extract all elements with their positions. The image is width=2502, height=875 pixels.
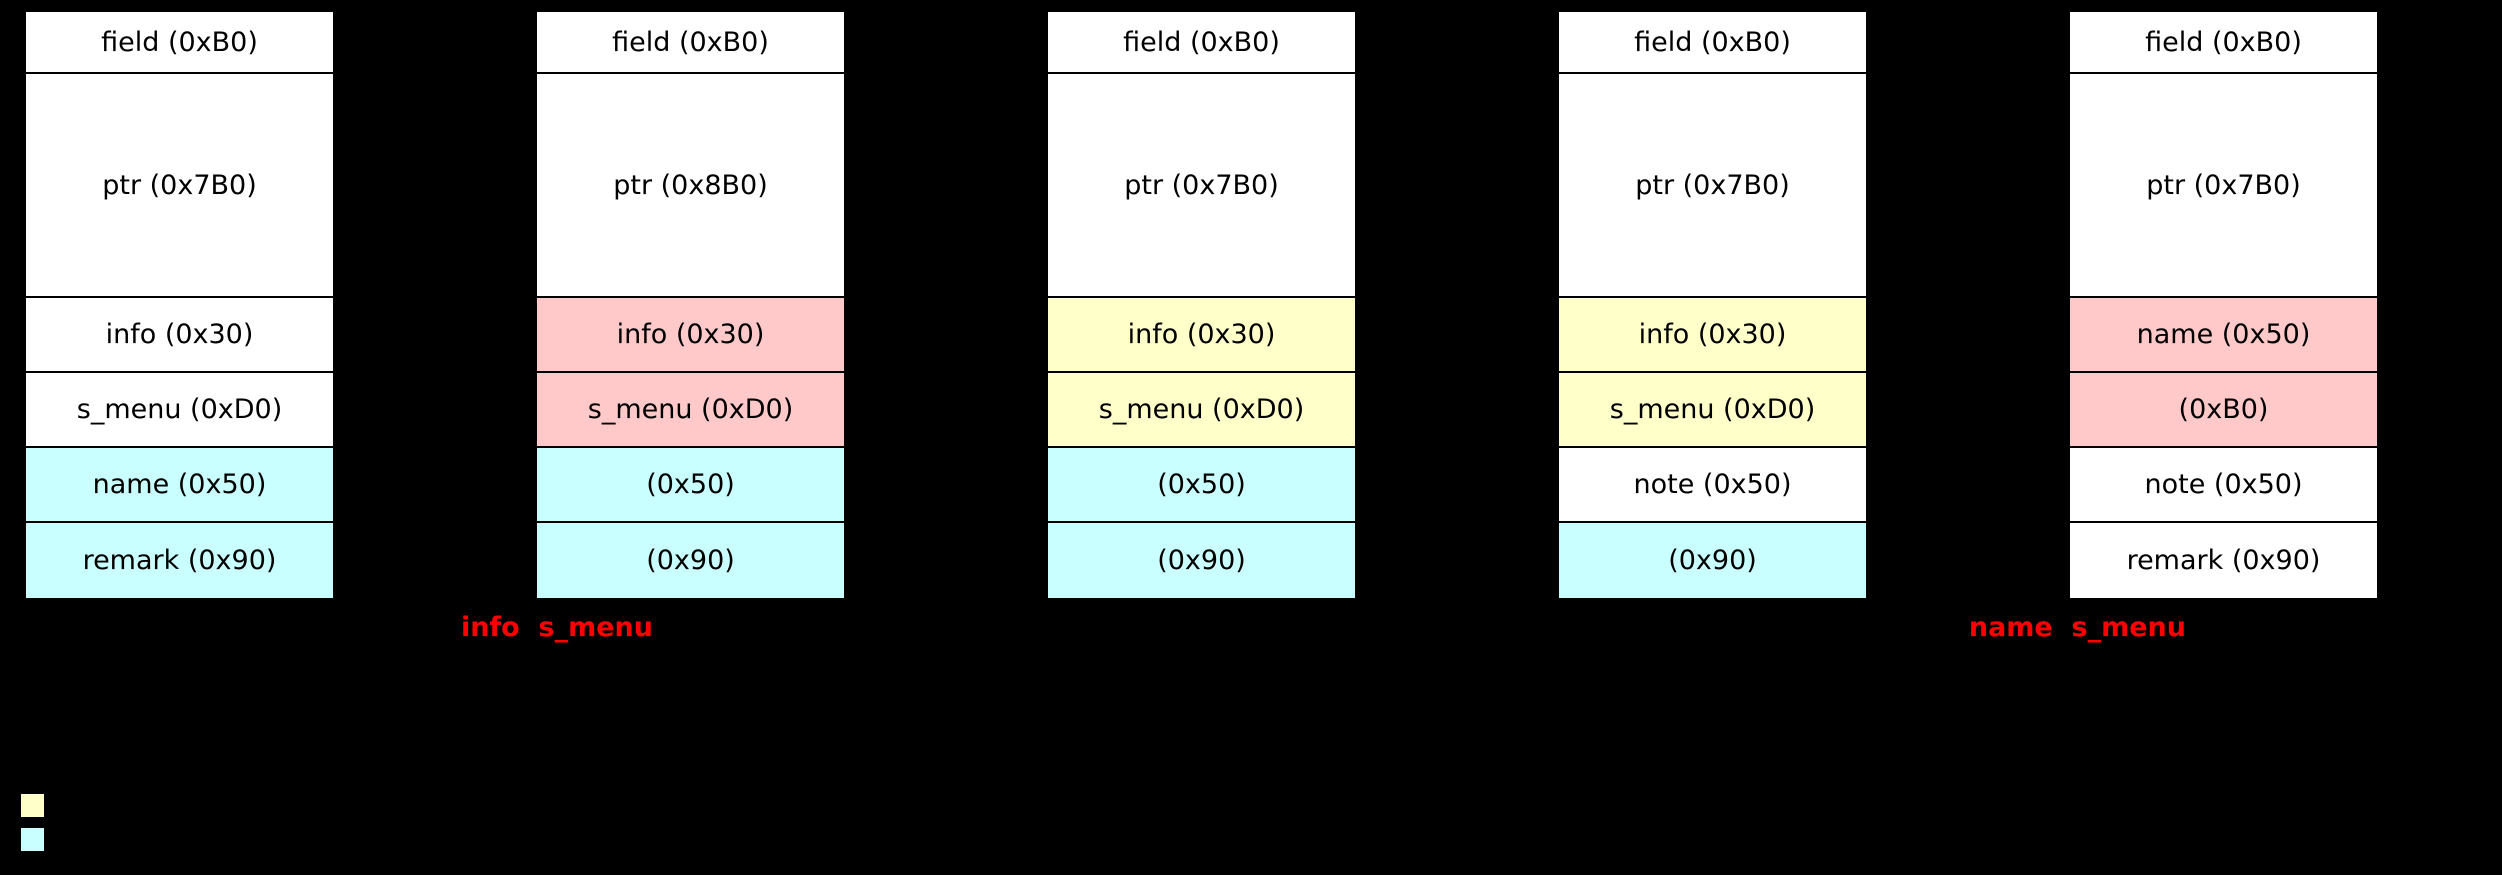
legend-cyan-swatch: [21, 828, 44, 851]
memory-cell: remark (0x90): [26, 523, 333, 598]
legend-yellow-swatch: [21, 794, 44, 817]
memory-cell: name (0x50): [2070, 298, 2377, 373]
memory-cell: ptr (0x7B0): [2070, 74, 2377, 298]
memory-cell: field (0xB0): [1559, 12, 1866, 74]
struct-column-4: field (0xB0) ptr (0x7B0) info (0x30) s_m…: [1557, 10, 1868, 600]
memory-cell: (0x50): [537, 448, 844, 523]
memory-cell: info (0x30): [1048, 298, 1355, 373]
struct-column-2: field (0xB0) ptr (0x8B0) info (0x30) s_m…: [461, 10, 846, 641]
memory-cell: (0x90): [1048, 523, 1355, 598]
memory-cell: s_menu (0xD0): [537, 373, 844, 448]
memory-cell: info (0x30): [537, 298, 844, 373]
memory-cell: s_menu (0xD0): [1559, 373, 1866, 448]
memory-cell: (0xB0): [2070, 373, 2377, 448]
struct-column-3: field (0xB0) ptr (0x7B0) info (0x30) s_m…: [1046, 10, 1357, 600]
memory-cell: ptr (0x7B0): [26, 74, 333, 298]
struct-column-5: field (0xB0) ptr (0x7B0) name (0x50) (0x…: [1969, 10, 2379, 641]
memory-cell: ptr (0x7B0): [1048, 74, 1355, 298]
memory-cell: s_menu (0xD0): [26, 373, 333, 448]
struct-column-1: field (0xB0) ptr (0x7B0) info (0x30) s_m…: [24, 10, 335, 600]
memory-cell: s_menu (0xD0): [1048, 373, 1355, 448]
memory-cell: note (0x50): [2070, 448, 2377, 523]
memory-cell: info (0x30): [26, 298, 333, 373]
changed-fields-caption: name s_menu: [1968, 612, 2186, 643]
memory-cell: field (0xB0): [1048, 12, 1355, 74]
memory-cell: (0x90): [537, 523, 844, 598]
memory-cell: info (0x30): [1559, 298, 1866, 373]
memory-cell: (0x50): [1048, 448, 1355, 523]
memory-cell: name (0x50): [26, 448, 333, 523]
memory-cell: field (0xB0): [2070, 12, 2377, 74]
memory-cell: remark (0x90): [2070, 523, 2377, 598]
memory-cell: ptr (0x8B0): [537, 74, 844, 298]
memory-cell: field (0xB0): [537, 12, 844, 74]
changed-fields-caption: info s_menu: [460, 612, 653, 643]
memory-cell: (0x90): [1559, 523, 1866, 598]
memory-cell: note (0x50): [1559, 448, 1866, 523]
memory-cell: ptr (0x7B0): [1559, 74, 1866, 298]
memory-cell: field (0xB0): [26, 12, 333, 74]
